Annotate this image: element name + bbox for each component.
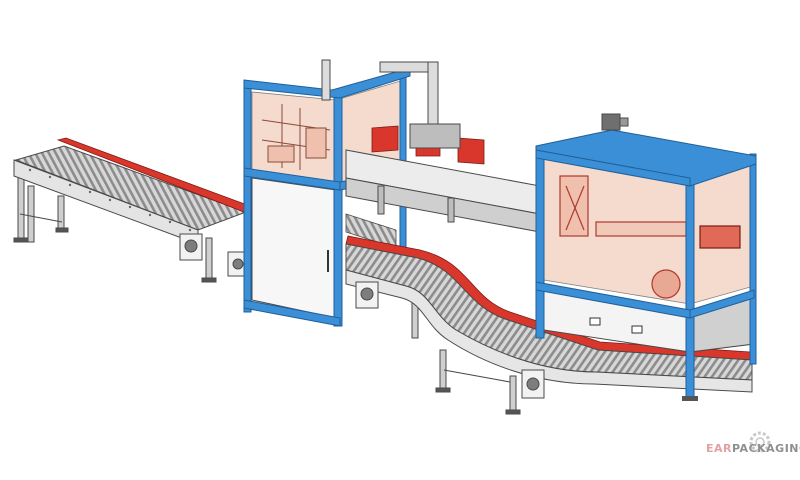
machine1-cabinet-door [251,177,337,319]
infeed-conveyor-legs [13,175,217,283]
machine2-internal-mechanism [559,175,741,299]
machine1-internal-mechanism [261,104,331,170]
machine2-frame [535,129,757,399]
watermark-suffix: PACKAGING [732,442,800,455]
infeed-conveyor [13,137,251,283]
machine2-top-motor [601,113,629,131]
s-curve-conveyor [345,235,753,415]
watermark-text: EARPACKAGING [706,442,800,455]
gear-icon [749,431,771,453]
curve-drive-units [355,281,545,399]
infeed-drive-motor [179,233,249,277]
watermark-prefix: EAR [706,442,732,455]
flap-folder-bridge [345,123,541,249]
case-sealer-machine [535,113,757,401]
curve-side-frame [345,269,753,393]
brand-watermark: EARPACKAGING [706,431,800,455]
